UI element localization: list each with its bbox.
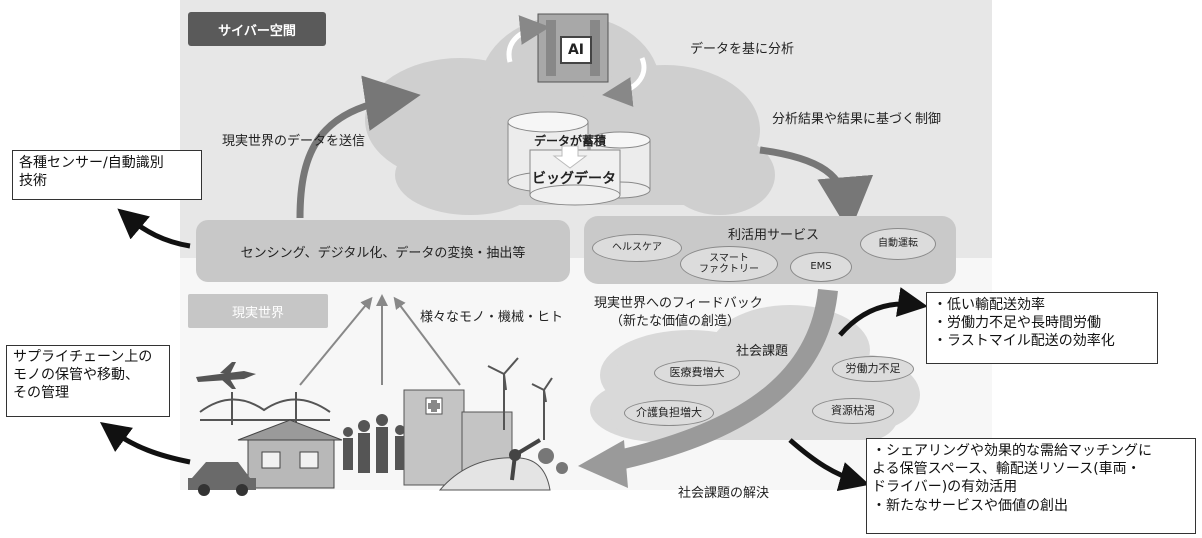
callout-sensors-line: 技術 xyxy=(19,173,47,190)
issue-pill-labor-shortage: 労働力不足 xyxy=(832,356,914,382)
big-data-label: ビッグデータ xyxy=(532,171,616,187)
callout-solutions-line: よる保管スペース、輸配送リソース(車両・ xyxy=(872,461,1141,478)
people-icon xyxy=(343,414,420,473)
service-pill-autonomous-driving: 自動運転 xyxy=(860,228,936,260)
callout-supply-chain: サプライチェーン上の モノの保管や移動、 その管理 xyxy=(6,345,170,417)
issue-pill-care-burden: 介護負担増大 xyxy=(624,400,714,426)
social-issues-title: 社会課題 xyxy=(736,344,789,359)
control-caption: 分析結果や結果に基づく制御 xyxy=(772,112,942,127)
things-caption: 様々なモノ・機械・ヒト xyxy=(420,310,564,325)
bridge-icon xyxy=(199,392,331,425)
callout-solutions-line: ドライバー)の有効活用 xyxy=(872,479,1018,496)
gears-icon xyxy=(538,448,568,474)
robot-arm-icon xyxy=(509,438,542,481)
callout-sensors-line: 各種センサー/自動識別 xyxy=(19,155,164,171)
service-pill-smart-factory: スマート ファクトリー xyxy=(680,246,778,282)
sensing-band: センシング、デジタル化、データの変換・抽出等 xyxy=(196,220,570,282)
callout-supply-chain-line: その管理 xyxy=(13,384,69,401)
real-world-label: 現実世界 xyxy=(188,294,328,328)
feedback-subcaption: （新たな価値の創造） xyxy=(610,314,741,329)
airplane-icon xyxy=(196,362,256,389)
service-pill-ems: EMS xyxy=(790,252,852,282)
send-data-caption: 現実世界のデータを送信 xyxy=(222,134,366,149)
solution-caption: 社会課題の解決 xyxy=(678,486,770,501)
callout-sensors: 各種センサー/自動識別 技術 xyxy=(12,150,202,200)
car-icon xyxy=(188,462,256,496)
analysis-caption: データを基に分析 xyxy=(690,42,795,57)
wind-turbine-icon xyxy=(487,357,553,440)
callout-problems-line: ・低い輸配送効率 xyxy=(933,297,1045,313)
callout-solutions: ・シェアリングや効果的な需給マッチングに よる保管スペース、輸配送リソース(車両… xyxy=(866,438,1196,534)
services-title: 利活用サービス xyxy=(728,228,820,243)
callout-supply-chain-line: サプライチェーン上の xyxy=(13,349,153,365)
callout-solutions-line: ・新たなサービスや価値の創出 xyxy=(872,497,1068,514)
feedback-caption: 現実世界へのフィードバック xyxy=(594,296,763,311)
issue-pill-resource-depletion: 資源枯渇 xyxy=(812,398,894,424)
cyber-space-label: サイバー空間 xyxy=(188,12,326,46)
callout-problems-line: ・ラストマイル配送の効率化 xyxy=(933,333,1115,350)
callout-solutions-line: ・シェアリングや効果的な需給マッチングに xyxy=(872,443,1152,459)
issue-pill-medical-costs: 医療費増大 xyxy=(654,360,740,386)
ai-badge: AI xyxy=(560,36,592,64)
house-icon xyxy=(237,419,343,489)
data-accumulation-label: データが蓄積 xyxy=(534,134,607,148)
callout-problems: ・低い輸配送効率 ・労働力不足や長時間労働 ・ラストマイル配送の効率化 xyxy=(926,292,1158,364)
callout-problems-line: ・労働力不足や長時間労働 xyxy=(933,315,1101,332)
sensing-band-label: センシング、デジタル化、データの変換・抽出等 xyxy=(240,245,526,261)
service-pill-healthcare: ヘルスケア xyxy=(592,234,682,262)
callout-supply-chain-line: モノの保管や移動、 xyxy=(13,366,139,383)
